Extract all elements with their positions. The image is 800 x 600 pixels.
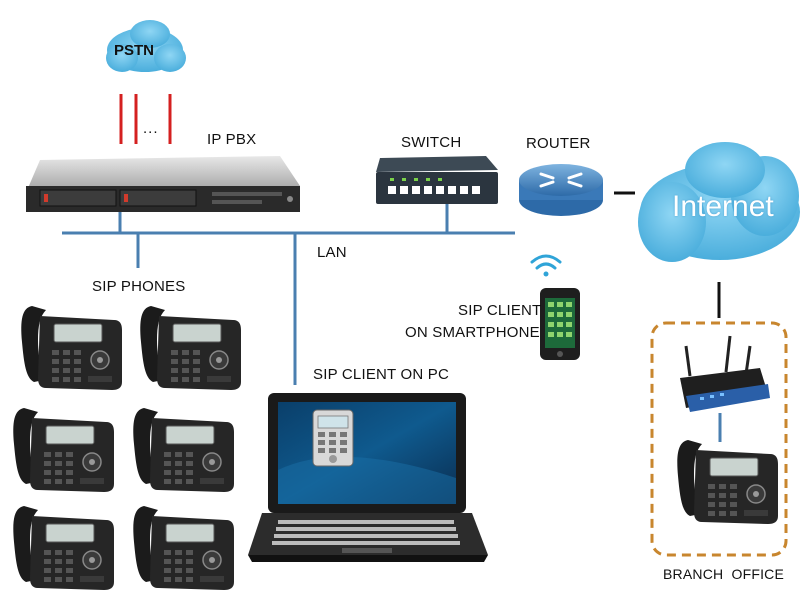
sip-phone [12, 407, 115, 493]
pstn-trunk-lines [119, 94, 172, 144]
branch-sip-phone [676, 439, 779, 525]
lan-label: LAN [317, 244, 347, 261]
wifi-icon [530, 254, 562, 277]
ip-pbx-server [26, 156, 300, 212]
sip-phone [132, 505, 235, 591]
sip-client-smartphone-label-line2: ON SMARTPHONE [405, 324, 540, 341]
sip-phone [139, 305, 242, 391]
sip-phones-label: SIP PHONES [92, 278, 186, 295]
smartphone [540, 288, 580, 360]
pstn-cloud [106, 20, 186, 72]
router-label: ROUTER [526, 135, 591, 152]
lan-lines [62, 204, 515, 385]
sip-client-pc-label: SIP CLIENT ON PC [313, 366, 450, 383]
switch-label: SWITCH [401, 134, 462, 151]
sip-phone [12, 505, 115, 591]
internet-cloud [638, 142, 800, 262]
router-device [519, 164, 603, 216]
sip-phone [132, 407, 235, 493]
trunk-dots: ... [143, 120, 159, 137]
switch-device [376, 156, 498, 204]
ip-pbx-label: IP PBX [207, 131, 257, 148]
branch-office-box [650, 321, 788, 557]
sip-phone [20, 305, 123, 391]
softphone-icon [312, 409, 354, 467]
internet-label: Internet [672, 190, 774, 223]
sip-client-smartphone-label-line1: SIP CLIENT [458, 302, 542, 319]
wifi-router-device [680, 335, 770, 412]
laptop-pc [248, 393, 488, 562]
pstn-label: PSTN [114, 42, 155, 59]
branch-office-label: BRANCH OFFICE [663, 566, 785, 582]
